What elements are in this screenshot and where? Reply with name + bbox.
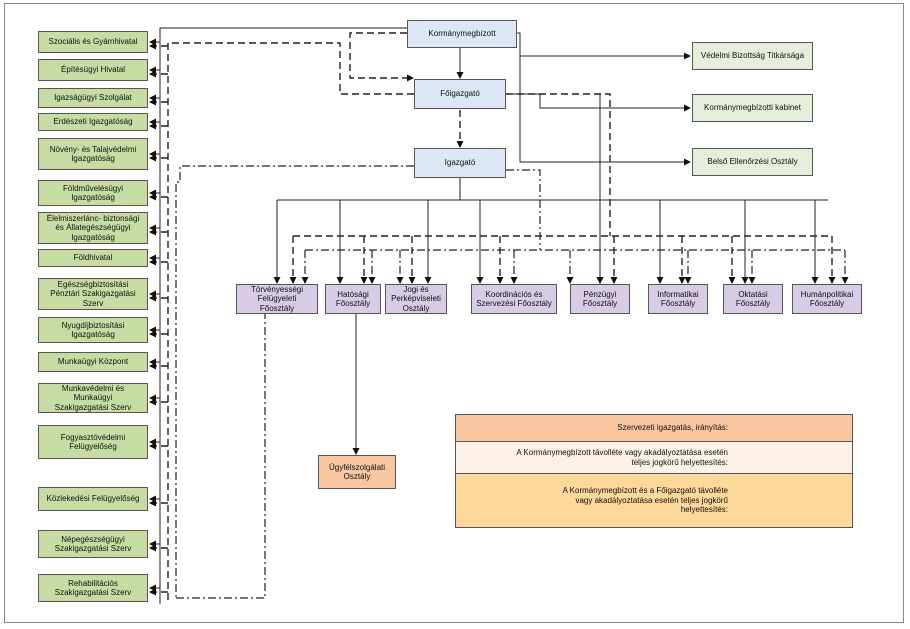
kormanymegbizott-box: Kormánymegbízott bbox=[407, 20, 517, 48]
left-unit-label: Erdészeti Igazgatóság bbox=[53, 117, 133, 127]
right-unit-box: Belső Ellenőrzési Osztály bbox=[692, 148, 813, 176]
connector bbox=[349, 32, 414, 82]
foigazgato-box: Főigazgató bbox=[414, 79, 506, 109]
left-unit-label: Rehabilitációs Szakigazgatási Szerv bbox=[54, 578, 132, 597]
department-label: Törvényességi Felügyeleti Főosztály bbox=[250, 285, 304, 313]
right-unit-label: Belső Ellenőrzési Osztály bbox=[707, 157, 798, 167]
left-unit-box: Földművelésügyi Igazgatóság bbox=[38, 180, 148, 206]
left-unit-label: Földművelésügyi Igazgatóság bbox=[62, 183, 124, 202]
sub-unit-label: Ügyfélszolgálati Osztály bbox=[328, 462, 386, 481]
sub-unit-box: Ügyfélszolgálati Osztály bbox=[318, 455, 396, 489]
left-unit-label: Földhivatal bbox=[73, 253, 113, 263]
left-unit-box: Élelmiszerlánc- biztonsági és Állategész… bbox=[38, 212, 148, 244]
igazgato-box: Igazgató bbox=[414, 148, 506, 178]
connector bbox=[167, 42, 414, 600]
legend-solid-label: Szervezeti igazgatás, irányítás: bbox=[617, 423, 728, 433]
department-box: Oktatási Főosztály bbox=[723, 284, 783, 314]
department-box: Hatósági Főosztály bbox=[325, 284, 381, 314]
department-label: Humánpolitikai Főosztály bbox=[800, 289, 854, 308]
left-unit-box: Nyugdíjbiztosítási Igazgatóság bbox=[38, 317, 148, 343]
department-box: Koordinációs és Szervezési Főosztály bbox=[471, 284, 557, 314]
department-label: Pénzügyi Főosztály bbox=[582, 289, 618, 308]
left-unit-label: Élelmiszerlánc- biztonsági és Állategész… bbox=[46, 214, 140, 242]
department-box: Informatikai Főosztály bbox=[648, 284, 708, 314]
right-unit-label: Kormánymegbízotti kabinet bbox=[704, 103, 801, 113]
left-unit-box: Szociális és Gyámhivatal bbox=[38, 31, 148, 53]
left-unit-box: Egészségbiztosítási Pénztári Szakigazgat… bbox=[38, 278, 148, 310]
connector bbox=[506, 93, 611, 236]
legend-row-dashdot: A Kormánymegbízott és a Főigazgató távol… bbox=[455, 474, 853, 528]
right-unit-label: Védelmi Bizottság Titkársága bbox=[700, 51, 805, 61]
left-unit-box: Földhivatal bbox=[38, 249, 148, 267]
igazgato-label: Igazgató bbox=[444, 158, 476, 168]
department-box: Humánpolitikai Főosztály bbox=[792, 284, 862, 314]
left-unit-box: Munkavédelmi és Munkaügyi Szakigazgatási… bbox=[38, 383, 148, 413]
left-unit-box: Igazságügyi Szolgálat bbox=[38, 88, 148, 108]
left-unit-box: Munkaügyi Központ bbox=[38, 352, 148, 372]
left-unit-label: Fogyasztóvédelmi Felügyelőség bbox=[60, 432, 126, 451]
legend-row-solid: Szervezeti igazgatás, irányítás: bbox=[455, 414, 853, 442]
department-label: Jogi és Perképviseleti Osztály bbox=[391, 285, 441, 313]
left-unit-label: Munkaügyi Központ bbox=[57, 357, 129, 367]
left-unit-label: Munkavédelmi és Munkaügyi Szakigazgatási… bbox=[54, 384, 132, 412]
department-label: Hatósági Főosztály bbox=[335, 289, 371, 308]
legend-row-dashed: A Kormánymegbízott távolléte vagy akadál… bbox=[455, 442, 853, 474]
connector bbox=[506, 169, 541, 250]
left-unit-box: Erdészeti Igazgatóság bbox=[38, 113, 148, 131]
diagram-frame bbox=[4, 3, 904, 623]
left-unit-label: Közlekedési Felügyelőség bbox=[46, 494, 140, 504]
left-unit-box: Növény- és Talajvédelmi Igazgatóság bbox=[38, 138, 148, 170]
left-unit-box: Közlekedési Felügyelőség bbox=[38, 487, 148, 511]
connector bbox=[506, 93, 691, 112]
department-label: Informatikai Főosztály bbox=[657, 289, 699, 308]
connector bbox=[159, 27, 407, 604]
right-unit-box: Védelmi Bizottság Titkársága bbox=[692, 42, 813, 70]
department-box: Pénzügyi Főosztály bbox=[570, 284, 630, 314]
connector bbox=[175, 165, 414, 598]
kormanymegbizott-label: Kormánymegbízott bbox=[428, 29, 496, 39]
legend-dashdot-label: A Kormánymegbízott és a Főigazgató távol… bbox=[562, 486, 728, 515]
department-label: Oktatási Főosztály bbox=[735, 289, 771, 308]
department-label: Koordinációs és Szervezési Főosztály bbox=[476, 289, 552, 308]
left-unit-label: Egészségbiztosítási Pénztári Szakigazgat… bbox=[50, 280, 136, 308]
left-unit-label: Népegészségügyi Szakigazgatási Szerv bbox=[54, 534, 132, 553]
left-unit-box: Fogyasztóvédelmi Felügyelőség bbox=[38, 425, 148, 459]
left-unit-label: Építésügyi Hivatal bbox=[60, 65, 126, 75]
left-unit-label: Növény- és Talajvédelmi Igazgatóság bbox=[49, 144, 137, 163]
connector bbox=[517, 32, 691, 60]
department-box: Jogi és Perképviseleti Osztály bbox=[385, 284, 447, 314]
left-unit-box: Építésügyi Hivatal bbox=[38, 59, 148, 81]
foigazgato-label: Főigazgató bbox=[440, 89, 480, 99]
left-unit-label: Szociális és Gyámhivatal bbox=[48, 37, 138, 47]
connector bbox=[176, 314, 266, 599]
connector bbox=[519, 56, 691, 166]
right-unit-box: Kormánymegbízotti kabinet bbox=[692, 94, 813, 122]
left-unit-box: Népegészségügyi Szakigazgatási Szerv bbox=[38, 530, 148, 558]
department-box: Törvényességi Felügyeleti Főosztály bbox=[236, 284, 318, 314]
left-unit-box: Rehabilitációs Szakigazgatási Szerv bbox=[38, 574, 148, 602]
left-unit-label: Nyugdíjbiztosítási Igazgatóság bbox=[61, 320, 125, 339]
left-unit-label: Igazságügyi Szolgálat bbox=[54, 93, 132, 103]
legend-dashed-label: A Kormánymegbízott távolléte vagy akadál… bbox=[516, 447, 728, 467]
